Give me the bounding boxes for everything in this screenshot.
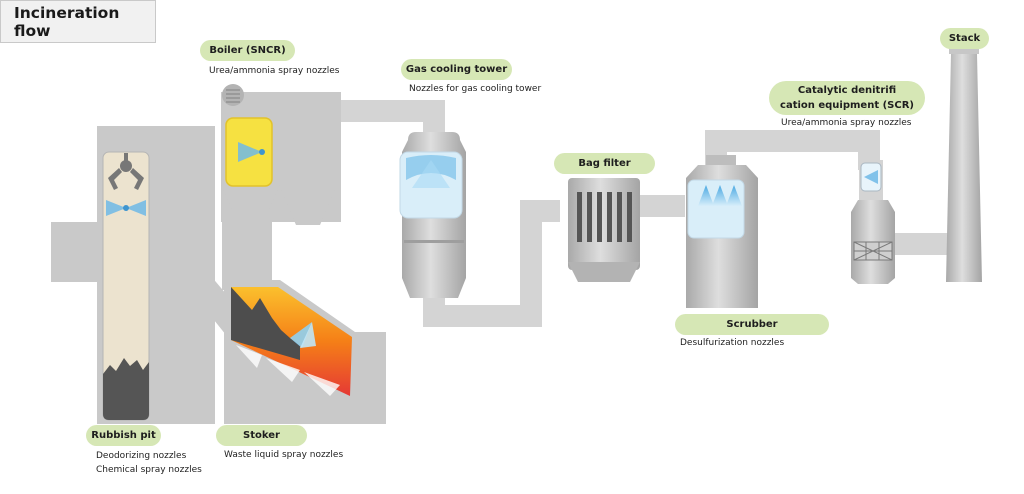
label-scr-line2: cation equipment (SCR)	[780, 100, 914, 111]
bag-filter	[568, 178, 640, 282]
rubbish-pit-building	[51, 126, 248, 424]
scr-unit	[851, 160, 895, 284]
grate-icon	[236, 345, 340, 396]
stack	[946, 46, 982, 282]
note-gas-cooling-tower: Nozzles for gas cooling tower	[409, 84, 542, 94]
stoker-spray-icon	[290, 322, 316, 348]
boiler-vent-icon	[226, 89, 240, 103]
scrubber	[686, 155, 758, 308]
note-scr: Urea/ammonia spray nozzles	[781, 118, 912, 128]
label-scr: Catalytic denitrifi cation equipment (SC…	[769, 81, 925, 115]
label-scr-line1: Catalytic denitrifi	[797, 85, 897, 96]
diagram-title: Incineration flow	[0, 0, 156, 43]
scrubber-spray-icon	[698, 185, 742, 206]
label-bag-filter: Bag filter	[554, 153, 655, 174]
gas-cooling-tower	[399, 132, 466, 298]
boiler-unit	[221, 84, 341, 290]
label-rubbish-pit: Rubbish pit	[86, 425, 161, 446]
label-scrubber: Scrubber	[675, 314, 829, 335]
label-stoker: Stoker	[216, 425, 307, 446]
crane-grab-icon	[108, 153, 144, 190]
note-boiler: Urea/ammonia spray nozzles	[209, 66, 340, 76]
flue-ducts	[330, 100, 950, 327]
label-stack: Stack	[940, 28, 989, 49]
label-boiler: Boiler (SNCR)	[200, 40, 295, 61]
stoker-furnace	[224, 280, 386, 424]
note-rubbish-pit-2: Chemical spray nozzles	[96, 465, 202, 475]
deodorizing-spray-icon	[106, 200, 146, 216]
boiler-spray-icon	[238, 142, 265, 162]
note-scrubber: Desulfurization nozzles	[680, 338, 785, 348]
label-gas-cooling-tower: Gas cooling tower	[401, 59, 512, 80]
note-rubbish-pit-1: Deodorizing nozzles	[96, 451, 187, 461]
note-stoker: Waste liquid spray nozzles	[224, 450, 344, 460]
